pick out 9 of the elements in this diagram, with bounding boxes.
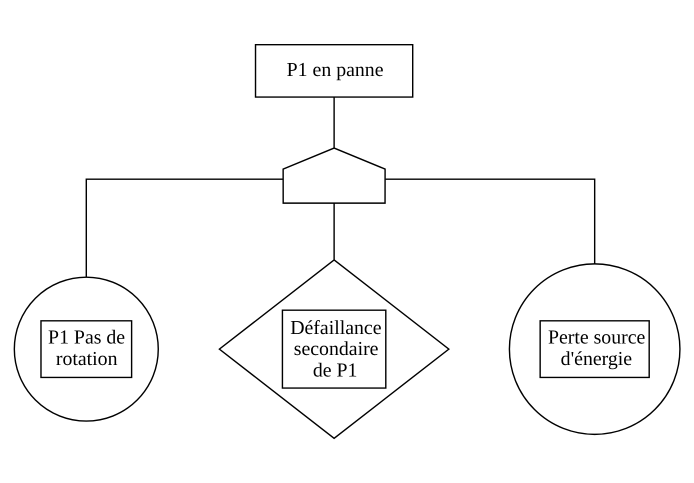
node-circle: Perte source d'énergie <box>508 263 681 436</box>
node-box: P1 en panne <box>254 44 414 98</box>
node-circle: P1 Pas de rotation <box>14 276 159 422</box>
node-diamond: Défaillance secondaire de P1 <box>218 259 450 440</box>
connector <box>386 178 596 264</box>
connector <box>86 178 283 277</box>
node-gate <box>282 147 386 204</box>
connector <box>333 203 335 260</box>
connector <box>333 97 335 148</box>
